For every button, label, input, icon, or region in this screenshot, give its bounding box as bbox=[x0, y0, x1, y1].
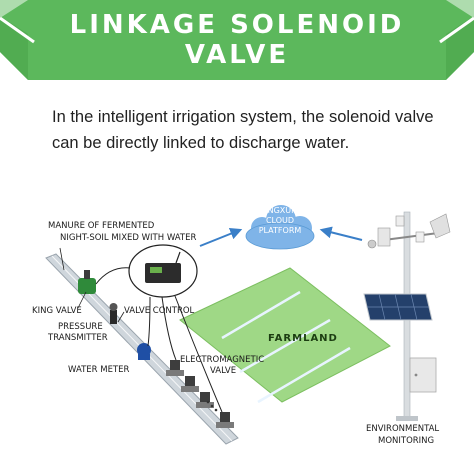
valve-controller-icon bbox=[128, 244, 198, 298]
pressure-transmitter-icon bbox=[109, 303, 118, 324]
electromagnetic-label-line-2: VALVE bbox=[210, 366, 237, 376]
valve-control-label: VALVE CONTROL bbox=[124, 306, 195, 316]
irrigation-diagram bbox=[45, 205, 451, 445]
water-meter-label: WATER METER bbox=[68, 365, 130, 375]
environmental-label-line-1: ENVIRONMENTAL bbox=[366, 424, 440, 434]
king-valve-pointer-line bbox=[77, 291, 87, 309]
solenoid-valve-icon bbox=[196, 392, 214, 408]
page-title-line-2: VALVE bbox=[184, 40, 290, 70]
manure-label-line-1: MANURE OF FERMENTED bbox=[48, 221, 155, 231]
solenoid-valve-icon bbox=[216, 412, 234, 428]
solenoid-valve-icon bbox=[181, 376, 199, 392]
solar-panel-icon bbox=[363, 293, 433, 321]
king-valve-icon bbox=[78, 270, 96, 294]
pressure-label-line-1: PRESSURE bbox=[58, 322, 103, 332]
cloud-platform-icon bbox=[245, 205, 315, 250]
control-box-icon bbox=[409, 357, 437, 393]
king-valve-label: KING VALVE bbox=[32, 306, 82, 316]
cloud-label-line-1: JINGXUN bbox=[262, 206, 298, 215]
electromagnetic-label-line-1: ELECTROMAGNETIC bbox=[180, 355, 265, 365]
cloud-label-line-2: CLOUD bbox=[265, 216, 295, 225]
cloud-label-line-3: PLATFORM bbox=[258, 226, 302, 235]
manure-pointer-line bbox=[59, 247, 65, 271]
arrow-to-cloud bbox=[199, 227, 243, 247]
intro-text-line-1: In the intelligent irrigation system, th… bbox=[52, 108, 434, 126]
environmental-label-line-2: MONITORING bbox=[378, 436, 435, 446]
intro-text-line-2: can be directly linked to discharge wate… bbox=[52, 134, 350, 152]
pressure-pointer-line bbox=[117, 311, 125, 323]
station-base bbox=[396, 416, 418, 421]
farmland-field bbox=[179, 267, 391, 403]
arrow-from-station bbox=[319, 226, 363, 241]
solenoid-valve-icon bbox=[166, 360, 184, 376]
pressure-label-line-2: TRANSMITTER bbox=[48, 333, 108, 343]
title-banner bbox=[0, 0, 474, 80]
manure-label-line-2: NIGHT-SOIL MIXED WITH WATER bbox=[60, 233, 197, 243]
page-title-line-1: LINKAGE SOLENOID bbox=[69, 10, 405, 40]
water-meter-icon bbox=[137, 343, 151, 360]
farmland-label: FARMLAND bbox=[268, 333, 338, 344]
